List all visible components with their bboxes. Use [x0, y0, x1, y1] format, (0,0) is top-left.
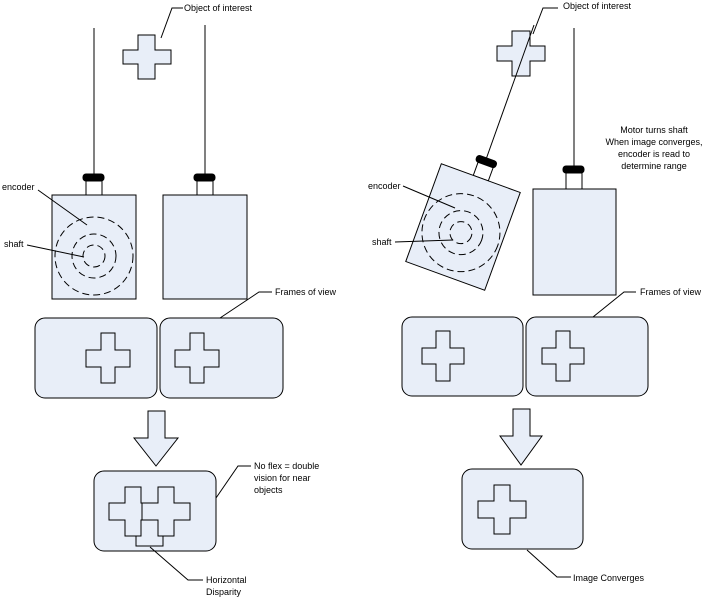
right-camera1-lens-cap: [475, 154, 498, 169]
left-camera1-lens-neck: [85, 179, 103, 196]
right-object-leader: [532, 7, 558, 35]
right-motor-line1: Motor turns shaft: [620, 125, 688, 135]
right-frames-leader: [592, 291, 636, 318]
right-encoder-leader: [402, 185, 456, 209]
left-camera1-lens-cap: [82, 173, 105, 182]
left-noflex-leader: [215, 465, 251, 499]
right-object-cross: [496, 30, 546, 77]
right-camera2-lens-cap: [562, 165, 585, 174]
left-noflex-line2: vision for near: [254, 473, 311, 483]
right-motor-line2: When image converges,: [605, 137, 702, 147]
right-camera1-sightline: [483, 24, 535, 166]
left-noflex-line3: objects: [254, 485, 283, 495]
right-camera1-rotated: [405, 154, 521, 291]
left-result-cross-b: [141, 486, 191, 537]
right-object-label: Object of interest: [563, 1, 632, 11]
left-diagram: Object of interest encoder shaft Frames …: [2, 3, 337, 597]
left-disparity-bracket: [135, 536, 164, 547]
right-motor-line3: encoder is read to: [618, 149, 690, 159]
left-frames-leader: [219, 291, 272, 319]
left-object-cross: [122, 34, 172, 80]
left-camera2-lens-neck: [196, 179, 214, 196]
right-shaft-label: shaft: [372, 237, 392, 247]
right-result-cross: [477, 484, 527, 535]
left-disparity-line2: Disparity: [206, 587, 242, 597]
left-frames-label: Frames of view: [275, 287, 337, 297]
left-disparity-leader: [149, 546, 203, 581]
left-shaft-leader: [26, 244, 85, 258]
right-camera1-body: [405, 163, 521, 291]
left-camera2-body: [162, 194, 248, 300]
right-down-arrow: [499, 408, 543, 466]
left-object-leader: [160, 7, 183, 39]
left-frame-2-cross: [174, 332, 220, 384]
right-converges-label: Image Converges: [573, 573, 645, 583]
right-camera2-body: [532, 188, 617, 296]
left-shaft-ring-outer: [71, 233, 117, 279]
right-motor-line4: determine range: [621, 161, 687, 171]
left-camera1-body: [51, 194, 137, 300]
left-encoder-leader: [37, 189, 88, 226]
right-frames-label: Frames of view: [640, 287, 702, 297]
right-encoder-label: encoder: [368, 181, 401, 191]
left-shaft-ring-inner: [82, 244, 106, 268]
right-shaft-leader: [394, 239, 454, 243]
left-shaft-label: shaft: [4, 239, 24, 249]
right-shaft-ring-inner: [449, 221, 473, 245]
right-encoder-ring: [421, 193, 501, 273]
right-frame-1-cross: [421, 330, 465, 382]
left-encoder-label: encoder: [2, 182, 35, 192]
left-disparity-line1: Horizontal: [206, 575, 247, 585]
left-object-label: Object of interest: [184, 3, 253, 13]
left-encoder-ring: [54, 216, 134, 296]
left-camera2-lens-cap: [193, 173, 216, 182]
left-noflex-line1: No flex = double: [254, 461, 319, 471]
right-diagram: Object of interest encoder shaft Motor t…: [368, 1, 702, 583]
left-down-arrow: [132, 410, 180, 467]
right-converges-leader: [526, 549, 571, 578]
left-frame-1-cross: [85, 332, 131, 384]
right-shaft-ring-outer: [438, 210, 484, 256]
right-camera2-lens-neck: [565, 172, 583, 190]
right-frame-2-cross: [541, 330, 585, 382]
left-result-cross-a: [108, 486, 158, 537]
